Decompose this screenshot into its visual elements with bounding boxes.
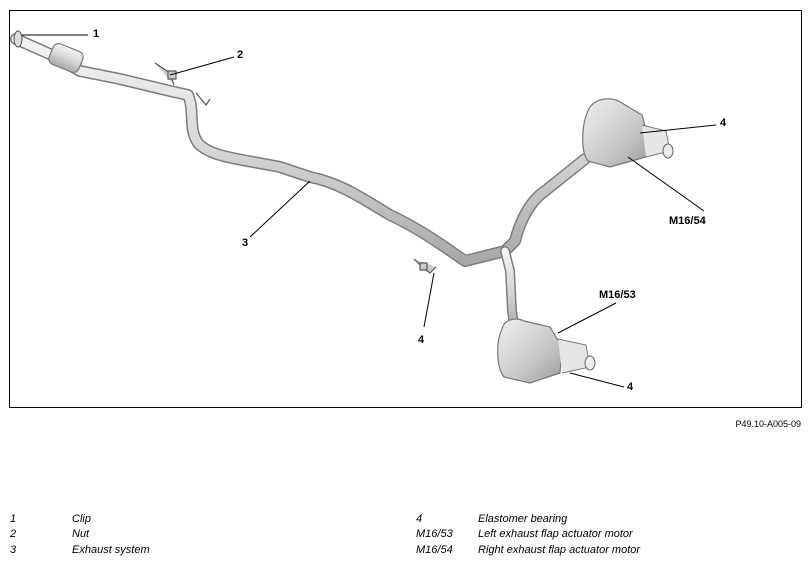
legend-number: M16/53 bbox=[416, 528, 453, 540]
callout-elastomer-bearing-right: 4 bbox=[720, 117, 727, 129]
legend-label: Elastomer bearing bbox=[478, 513, 568, 525]
right-rear-muffler bbox=[582, 98, 674, 168]
catalytic-converter bbox=[48, 43, 84, 73]
legend-label: Nut bbox=[72, 528, 90, 540]
legend-number: 2 bbox=[10, 528, 17, 540]
legend-number: 1 bbox=[10, 513, 17, 525]
callout-elastomer-bearing-left: 4 bbox=[627, 381, 634, 393]
legend-number: 4 bbox=[416, 513, 423, 525]
leader-lines bbox=[22, 34, 717, 388]
left-rear-muffler bbox=[497, 318, 596, 384]
legend-number: 3 bbox=[10, 544, 17, 556]
legend-label: Exhaust system bbox=[72, 544, 150, 556]
callout-right-flap-actuator: M16/54 bbox=[669, 215, 706, 227]
legend-label: Left exhaust flap actuator motor bbox=[478, 528, 633, 540]
callout-clip: 1 bbox=[93, 28, 100, 40]
exhaust-system-drawing bbox=[10, 30, 717, 388]
exhaust-pipe bbox=[10, 33, 591, 336]
mid-hanger-bracket bbox=[413, 258, 437, 274]
callout-left-flap-actuator: M16/53 bbox=[599, 289, 636, 301]
legend-number: M16/54 bbox=[416, 544, 453, 556]
legend-label: Right exhaust flap actuator motor bbox=[478, 544, 641, 556]
pipe-flange bbox=[13, 30, 23, 48]
figure-reference: P49.10-A005-09 bbox=[735, 419, 801, 429]
callout-exhaust-system: 3 bbox=[242, 237, 249, 249]
callout-nut: 2 bbox=[237, 49, 244, 61]
diagram-frame: 1 2 3 4 4 4 M16/53 M16/54 bbox=[9, 10, 802, 408]
callout-elastomer-bearing-mid: 4 bbox=[418, 334, 425, 346]
legend-label: Clip bbox=[72, 513, 91, 525]
front-hanger-bracket bbox=[154, 62, 211, 107]
